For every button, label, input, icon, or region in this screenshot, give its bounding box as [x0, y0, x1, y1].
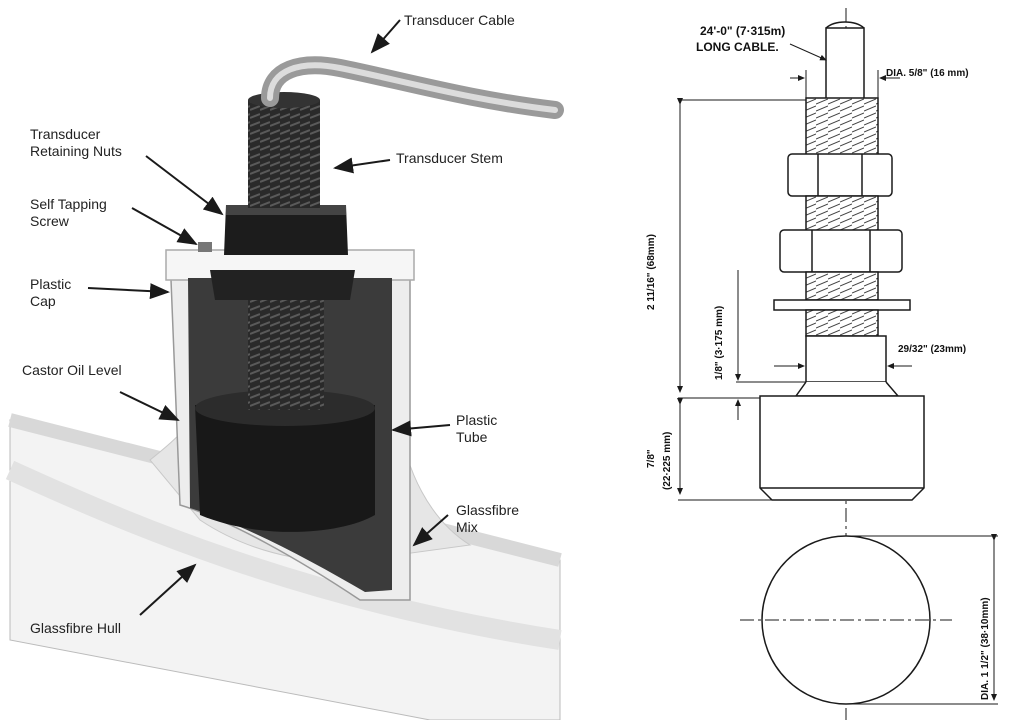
label-self-tapping-line2: Screw: [30, 213, 69, 229]
label-plastic-tube-line2: Tube: [456, 429, 488, 445]
dim-stem-dia: DIA. 5/8" (16 mm): [886, 68, 969, 79]
dim-shoulder-dia: 29/32" (23mm): [898, 344, 967, 355]
label-glassfibre-mix-line1: Glassfibre: [456, 502, 520, 518]
drawing-washer: [773, 299, 911, 311]
label-plastic-tube-line1: Plastic: [456, 412, 498, 428]
label-castor-oil-level: Castor Oil Level: [22, 362, 122, 378]
drawing-stem: [805, 97, 879, 159]
retaining-nut-lower: [210, 270, 355, 300]
dim-cable-note: LONG CABLE.: [696, 40, 779, 54]
cutaway-illustration: [5, 19, 564, 720]
dim-face-dia: DIA. 1 1/2" (38·10mm): [980, 597, 991, 700]
drawing-lower-nut: [779, 229, 903, 273]
dimension-drawing: [677, 8, 998, 720]
drawing-upper-nut: [787, 153, 893, 197]
self-tapping-screw: [198, 242, 212, 252]
label-glassfibre-hull: Glassfibre Hull: [30, 620, 122, 636]
dim-shoulder-height: 1/8" (3·175 mm): [714, 305, 725, 380]
label-plastic-cap-line2: Cap: [30, 293, 56, 309]
label-glassfibre-mix-line2: Mix: [456, 519, 478, 535]
dim-overall-height: 2 11/16" (68mm): [646, 234, 657, 310]
label-self-tapping-line1: Self Tapping: [30, 196, 107, 212]
label-transducer-cable: Transducer Cable: [404, 12, 515, 28]
label-transducer-stem: Transducer Stem: [396, 150, 503, 166]
dim-cable-length: 24'-0" (7·315m): [700, 24, 786, 38]
transducer-body: [195, 405, 375, 532]
retaining-nut-upper: [224, 205, 348, 255]
dim-body-height-line2: (22·225 mm): [662, 431, 673, 490]
dim-body-height-line1: 7/8": [646, 449, 657, 468]
drawing-cable: [825, 27, 865, 101]
label-retaining-nuts-line1: Transducer: [30, 126, 101, 142]
label-retaining-nuts-line2: Retaining Nuts: [30, 143, 122, 159]
drawing-body: [759, 395, 925, 501]
transducer-stem: [248, 100, 320, 208]
label-plastic-cap-line1: Plastic: [30, 276, 72, 292]
